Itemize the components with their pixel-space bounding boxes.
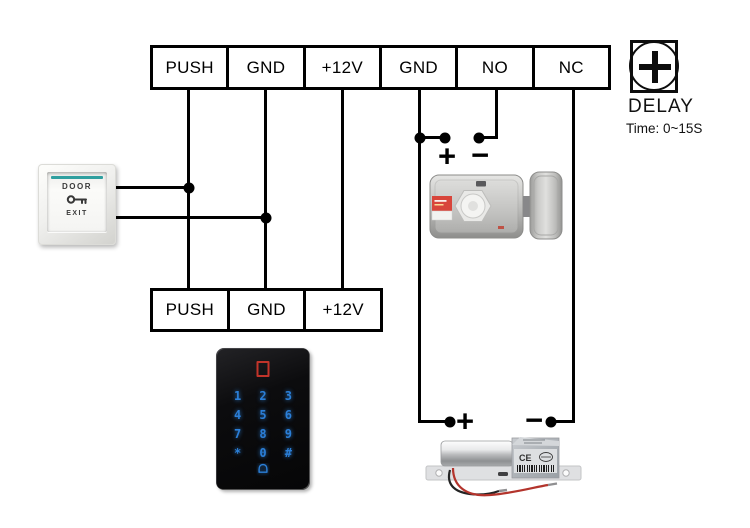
key-4: 4 — [234, 407, 242, 422]
wire-boltlock-plus-branch — [418, 420, 451, 423]
wire-boltlock-minus-branch — [549, 420, 575, 423]
terminal-push: PUSH — [165, 57, 214, 77]
electric-rim-lock — [429, 171, 563, 240]
rimlock-minus-mark: − — [470, 137, 490, 173]
keypad-keys: 1 2 3 4 5 6 7 8 9 * 0 # — [225, 386, 301, 462]
junction-dot — [473, 132, 485, 144]
wire-gnd-left-column — [264, 88, 267, 290]
exit-button-stripe — [51, 176, 103, 179]
door-exit-button: DOOR EXIT — [38, 164, 116, 245]
rimlock-plus-mark: + — [437, 138, 457, 174]
electric-bolt-lock: CE — [425, 437, 582, 497]
controller-terminal-row: PUSH GND +12V GND NO NC — [150, 45, 611, 90]
svg-text:CE: CE — [519, 453, 532, 463]
key-9: 9 — [284, 426, 292, 441]
access-keypad: 1 2 3 4 5 6 7 8 9 * 0 # — [216, 348, 310, 490]
terminal-gnd: GND — [226, 48, 302, 87]
key-star: * — [234, 445, 242, 460]
wire-rimlock-plus-branch — [418, 136, 446, 139]
exit-button-exit-text: EXIT — [66, 210, 88, 217]
plus-dial-icon — [652, 51, 658, 83]
delay-time-range: Time: 0~15S — [626, 121, 703, 136]
junction-dot — [414, 132, 426, 144]
terminal-push: PUSH — [165, 300, 215, 319]
junction-dot — [439, 132, 451, 144]
wire-exit-button-to-gnd — [116, 216, 267, 219]
wire-no-column — [495, 88, 498, 139]
exit-button-door-text: DOOR — [62, 182, 92, 191]
junction-dot — [260, 212, 272, 224]
wire-12v-column — [341, 88, 344, 290]
terminal-gnd: GND — [226, 291, 304, 329]
keypad-terminal-row: PUSH GND +12V — [150, 288, 383, 332]
key-2: 2 — [259, 388, 267, 403]
junction-dot — [183, 182, 195, 194]
wire-nc-column — [572, 88, 575, 423]
key-8: 8 — [259, 426, 267, 441]
red-led-indicator — [256, 361, 270, 377]
terminal-no: NO — [455, 48, 531, 87]
key-6: 6 — [284, 407, 292, 422]
key-7: 7 — [234, 426, 242, 441]
delay-dial-frame — [630, 40, 678, 93]
terminal-nc: NC — [531, 48, 608, 87]
delay-label: DELAY — [628, 96, 694, 117]
key-icon — [66, 195, 87, 204]
junction-dot — [444, 416, 456, 428]
exit-button-face: DOOR EXIT — [47, 172, 107, 232]
terminal-12v: +12V — [303, 291, 380, 329]
key-1: 1 — [234, 388, 242, 403]
terminal-12v: +12V — [302, 48, 379, 87]
wire-exit-button-to-push — [116, 186, 190, 189]
key-3: 3 — [284, 388, 292, 403]
key-0: 0 — [259, 445, 267, 460]
key-5: 5 — [259, 407, 267, 422]
wire-gnd-right-column — [418, 88, 421, 423]
junction-dot — [545, 416, 557, 428]
boltlock-plus-mark: + — [455, 403, 475, 439]
wire-rimlock-minus-branch — [478, 136, 498, 139]
terminal-gnd-2: GND — [378, 48, 455, 87]
bell-icon — [258, 463, 268, 473]
boltlock-minus-mark: − — [524, 402, 544, 438]
key-hash: # — [284, 445, 292, 460]
